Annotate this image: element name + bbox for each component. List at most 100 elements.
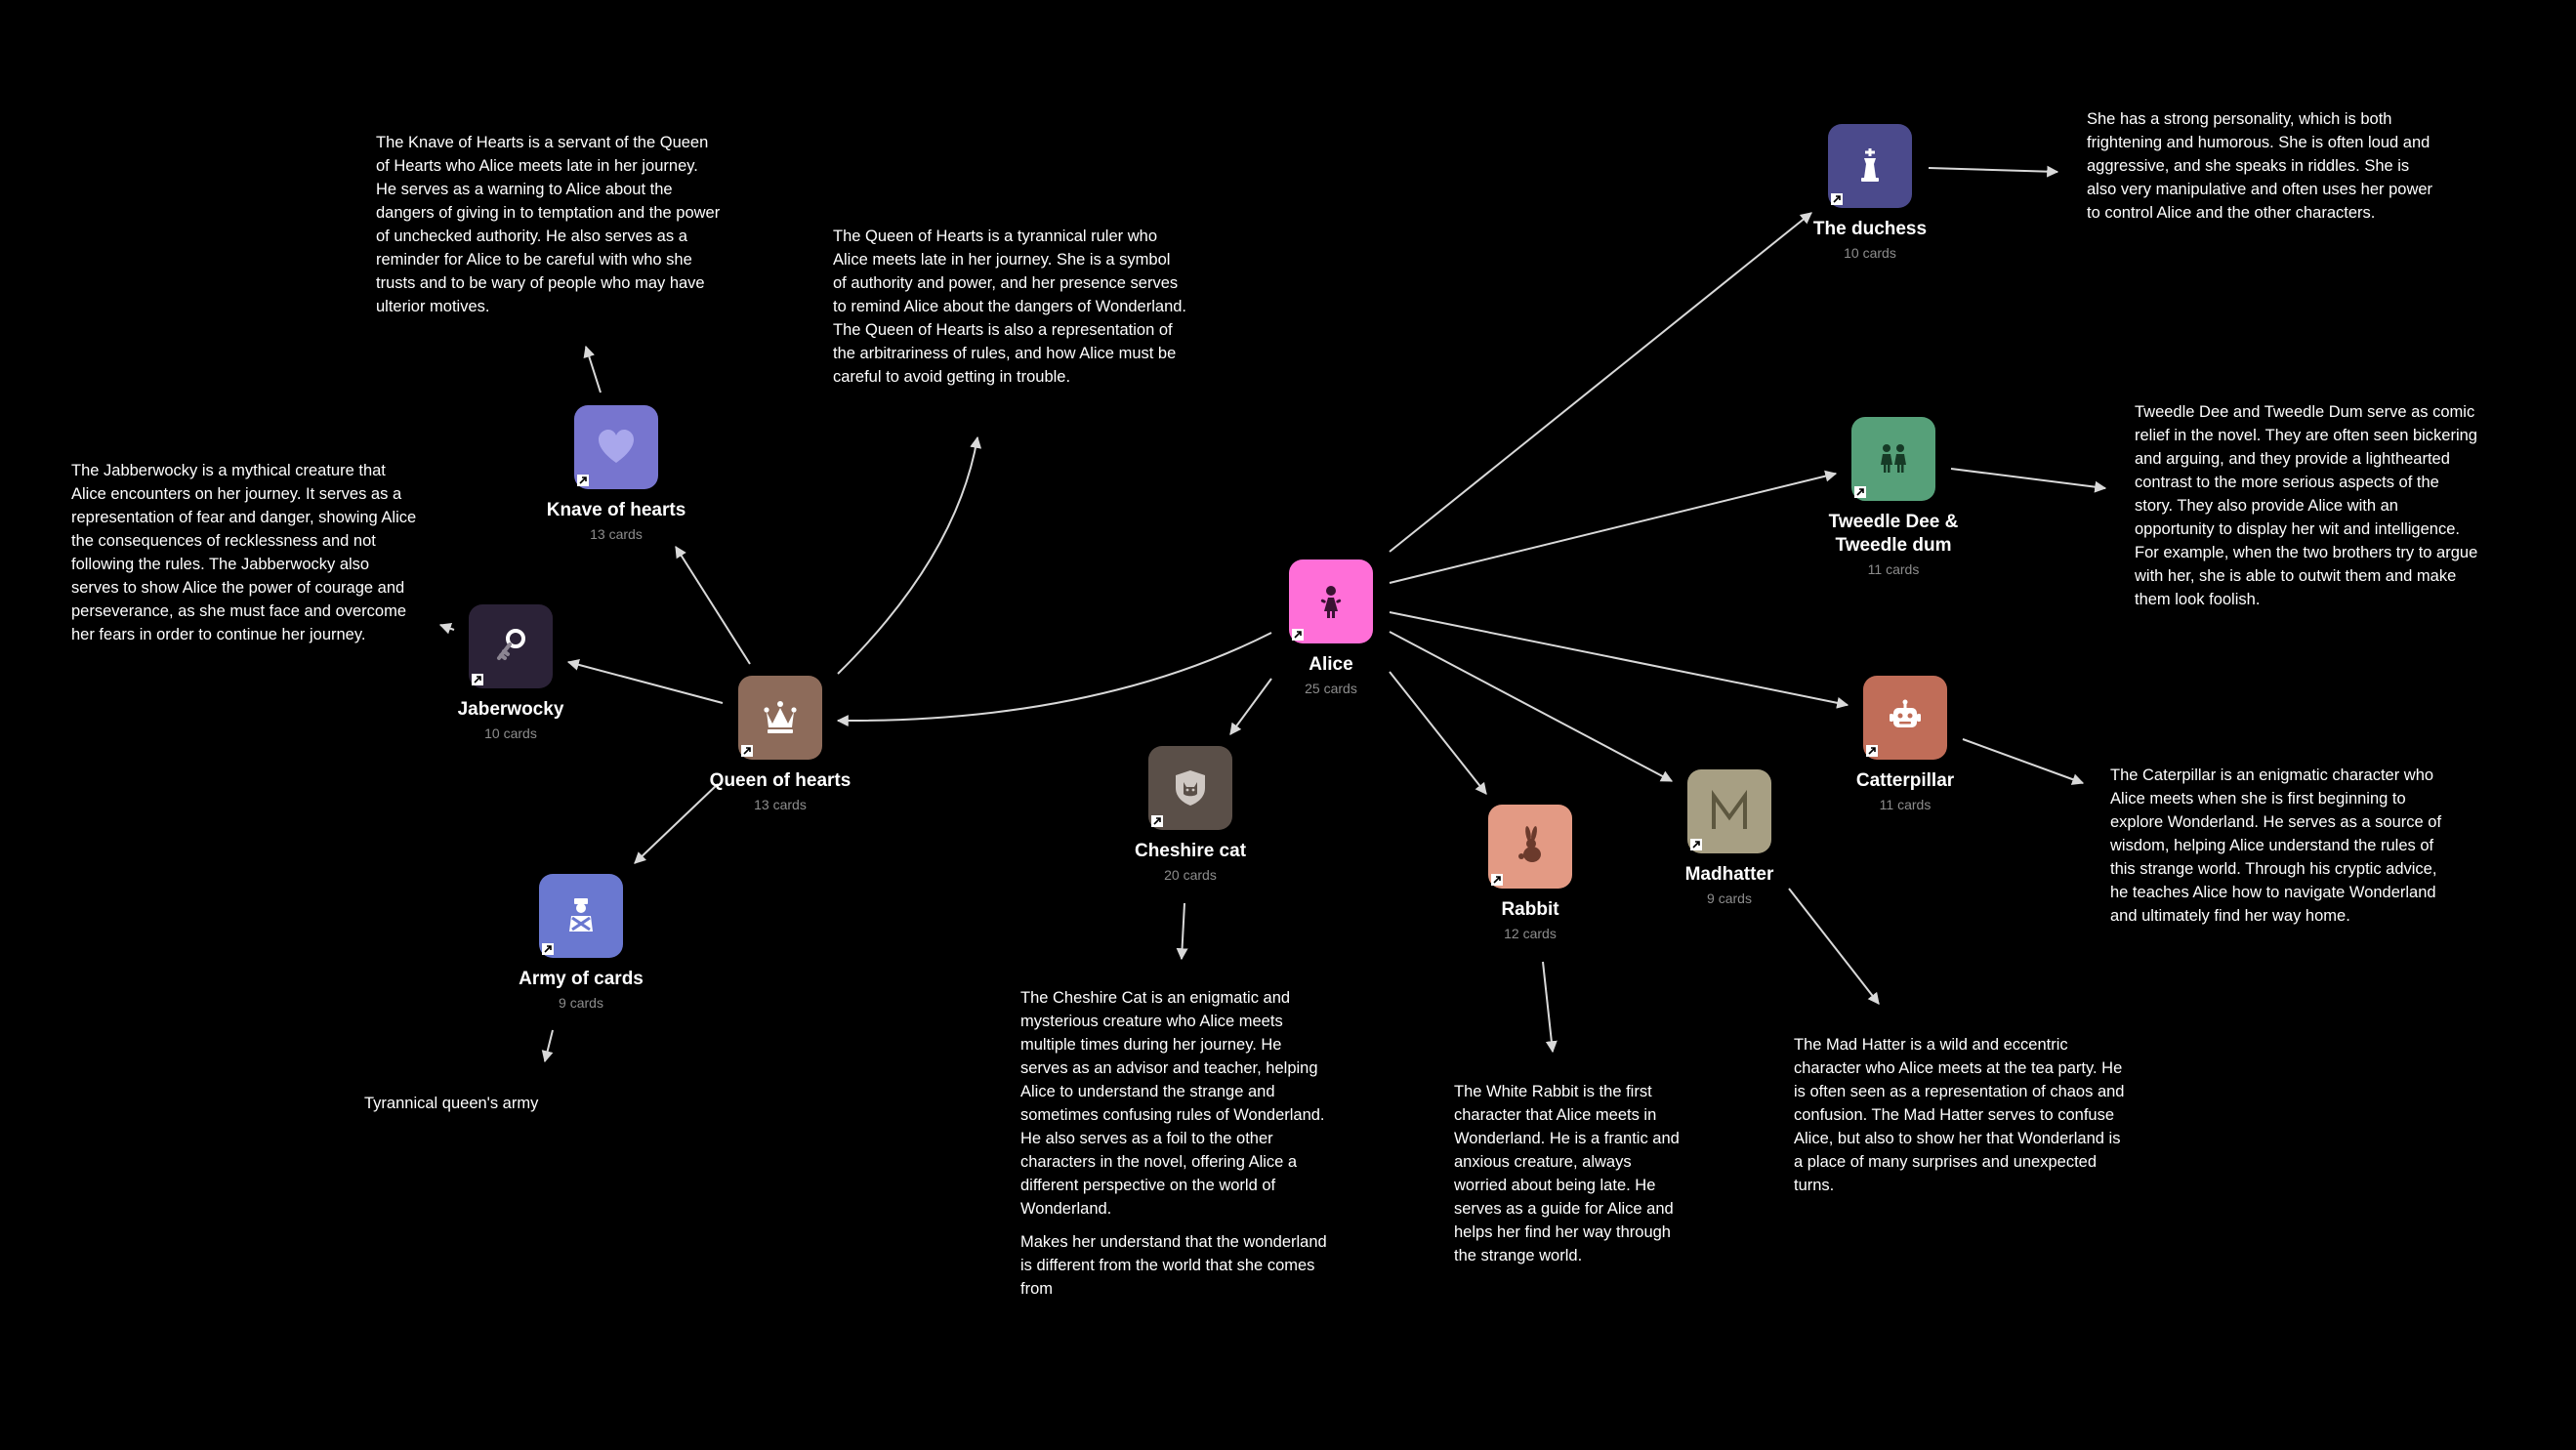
link-arrow-icon [1854,486,1866,498]
edge-alice-madhatter [1389,631,1674,782]
node-name: Cheshire cat [1134,841,1247,861]
desc-text: She has a strong personality, which is b… [2087,110,2433,222]
card-count: 10 cards [484,725,537,741]
node-duchess[interactable]: The duchess 10 cards [1763,124,1977,261]
desc-duchess: She has a strong personality, which is b… [2087,107,2433,225]
link-arrow-icon [542,943,554,955]
node-madhatter[interactable]: Madhatter 9 cards [1622,769,1837,906]
edge-alice-tweedle [1389,470,1838,584]
edge-catterpillar-desc [1962,738,2085,785]
link-arrow-icon [741,745,753,757]
edge-queen-desc [837,435,982,675]
chess-king-icon [1861,148,1879,182]
edge-army-desc [541,1029,554,1063]
node-rabbit[interactable]: Rabbit 12 cards [1423,805,1638,941]
desc-text: The Knave of Hearts is a servant of the … [376,134,721,315]
node-queen[interactable]: Queen of hearts 13 cards [673,676,888,812]
node-name: Catterpillar [1855,770,1955,791]
desc-text: Tweedle Dee and Tweedle Dum serve as com… [2135,403,2478,608]
edge-tweedle-desc [1950,468,2107,493]
node-name: Rabbit [1501,899,1559,920]
card-count: 9 cards [1707,891,1752,906]
jaberwocky-tile[interactable] [469,604,553,688]
tweedle-tile[interactable] [1851,417,1935,501]
desc-army: Tyrannical queen's army [364,1092,657,1115]
card-count: 11 cards [1879,797,1932,812]
desc-madhatter: The Mad Hatter is a wild and eccentric c… [1794,1033,2131,1197]
desc-catterpillar: The Caterpillar is an enigmatic characte… [2110,764,2457,928]
desc-text: The Mad Hatter is a wild and eccentric c… [1794,1036,2125,1194]
node-name: Army of cards [519,969,644,989]
link-arrow-icon [1151,815,1163,827]
edge-queen-army [634,783,719,864]
desc-text: The Cheshire Cat is an enigmatic and mys… [1020,989,1325,1218]
twins-icon [1881,444,1906,473]
link-arrow-icon [577,475,589,486]
node-name: Knave of hearts [546,500,686,520]
crown-icon [764,701,797,733]
edge-knave-desc [583,345,602,394]
cat-shield-icon [1176,770,1205,806]
node-cheshire[interactable]: Cheshire cat 20 cards [1083,746,1298,883]
node-name: Alice [1309,654,1353,675]
node-catterpillar[interactable]: Catterpillar 11 cards [1798,676,2013,812]
alice-tile[interactable] [1289,559,1373,643]
edge-alice-rabbit [1389,671,1487,795]
link-arrow-icon [1690,839,1702,850]
desc-text: The White Rabbit is the first character … [1454,1083,1680,1264]
desc-jaberwocky: The Jabberwocky is a mythical creature t… [71,459,418,646]
edge-queen-jaberwocky [566,658,724,704]
edge-alice-cheshire [1229,678,1272,735]
desc-cheshire: The Cheshire Cat is an enigmatic and mys… [1020,986,1333,1301]
soldier-icon [569,898,593,932]
node-army[interactable]: Army of cards 9 cards [474,874,688,1011]
link-arrow-icon [1491,874,1503,886]
edge-alice-duchess [1389,212,1812,553]
desc-queen: The Queen of Hearts is a tyrannical rule… [833,225,1186,389]
card-count: 12 cards [1504,926,1557,941]
node-jaberwocky[interactable]: Jaberwocky 10 cards [403,604,618,741]
node-name-line: Tweedle dum [1835,535,1952,556]
edge-rabbit-desc [1542,961,1558,1054]
duchess-tile[interactable] [1828,124,1912,208]
link-arrow-icon [1831,193,1843,205]
edge-queen-knave [675,545,751,665]
card-count: 20 cards [1164,867,1217,883]
edge-alice-queen [836,632,1272,727]
knave-tile[interactable] [574,405,658,489]
node-tweedle[interactable]: Tweedle Dee &Tweedle dum 11 cards [1786,417,2001,577]
key-icon [497,629,525,660]
rabbit-icon [1518,826,1541,862]
madhatter-tile[interactable] [1687,769,1771,853]
node-knave[interactable]: Knave of hearts 13 cards [509,405,724,542]
desc-text: The Caterpillar is an enigmatic characte… [2110,766,2442,925]
rabbit-tile[interactable] [1488,805,1572,889]
desc-text: The Queen of Hearts is a tyrannical rule… [833,228,1187,386]
card-count: 10 cards [1844,245,1896,261]
desc-knave: The Knave of Hearts is a servant of the … [376,131,723,318]
desc-text: The Jabberwocky is a mythical creature t… [71,462,417,643]
edge-alice-catterpillar [1389,611,1849,709]
node-alice[interactable]: Alice 25 cards [1224,559,1438,696]
link-arrow-icon [1292,629,1304,641]
card-count: 13 cards [754,797,807,812]
node-name-line: Tweedle Dee & [1828,512,1959,532]
desc-tweedle: Tweedle Dee and Tweedle Dum serve as com… [2135,400,2481,611]
node-name: Queen of hearts [709,770,852,791]
child-figure-icon [1320,586,1342,618]
card-count: 13 cards [590,526,643,542]
node-name: Tweedle Dee & Tweedle dum [1786,511,2001,558]
node-name: Madhatter [1684,864,1774,885]
army-tile[interactable] [539,874,623,958]
edge-jaberwocky-desc [438,622,455,635]
letter-m-icon [1712,789,1747,829]
link-arrow-icon [472,674,483,685]
cheshire-tile[interactable] [1148,746,1232,830]
heart-icon [599,430,634,463]
edge-madhatter-desc [1788,888,1880,1005]
queen-tile[interactable] [738,676,822,760]
catterpillar-tile[interactable] [1863,676,1947,760]
desc-rabbit: The White Rabbit is the first character … [1454,1080,1688,1267]
edge-duchess-desc [1928,165,2059,178]
